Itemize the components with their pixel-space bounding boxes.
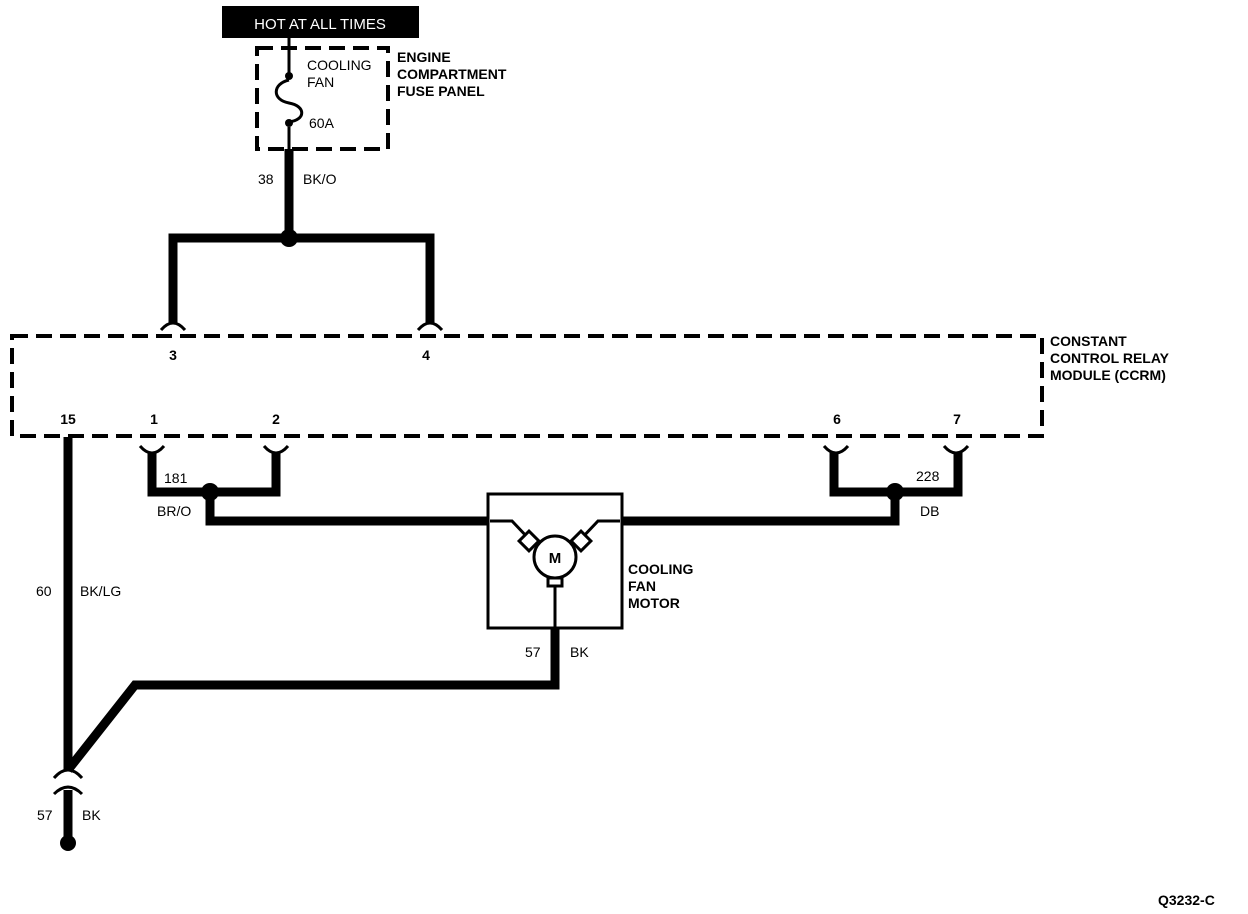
motor-label-line1: COOLING (628, 561, 693, 577)
left-wire-circuit: 181 (164, 470, 188, 486)
ground-connector-top (52, 768, 84, 780)
motor-ground-wire (64, 628, 560, 773)
pin-15-label: 15 (60, 411, 76, 427)
module-label-line3: MODULE (CCRM) (1050, 367, 1166, 383)
ground-output-circuit: 57 (37, 807, 53, 823)
pin-6-label: 6 (833, 411, 841, 427)
feed-split-wire (168, 233, 435, 323)
fuse-panel-label-line2: COMPARTMENT (397, 66, 507, 82)
module-ground-circuit: 60 (36, 583, 52, 599)
ground-connector-bottom (52, 785, 84, 796)
feed-wire-color: BK/O (303, 171, 337, 187)
right-splice (886, 483, 904, 501)
motor-label-line3: MOTOR (628, 595, 680, 611)
right-wire-circuit: 228 (916, 468, 940, 484)
ground-terminal (60, 835, 76, 851)
pin-7-connector (942, 444, 970, 455)
module-label-line1: CONSTANT (1050, 333, 1127, 349)
left-splice (201, 483, 219, 501)
ground-output-color: BK (82, 807, 101, 823)
fuse-symbol (274, 38, 304, 149)
fuse-rating: 60A (309, 115, 335, 131)
pin-7-label: 7 (953, 411, 961, 427)
motor-ground-color: BK (570, 644, 589, 660)
feed-splice (280, 229, 298, 247)
pin-4-label: 4 (422, 347, 430, 363)
motor-ground-circuit: 57 (525, 644, 541, 660)
fuse-panel-label-line1: ENGINE (397, 49, 451, 65)
right-wire-color: DB (920, 503, 939, 519)
figure-id: Q3232-C (1158, 892, 1215, 908)
fuse-name-line1: COOLING (307, 57, 372, 73)
module-ground-color: BK/LG (80, 583, 121, 599)
pin-2-label: 2 (272, 411, 280, 427)
motor-symbol: M (490, 519, 620, 628)
pin-3-connector (159, 321, 187, 332)
fuse-name-line2: FAN (307, 74, 334, 90)
feed-wire-circuit: 38 (258, 171, 274, 187)
pin-3-label: 3 (169, 347, 177, 363)
pin-4-connector (416, 321, 444, 332)
pin-1-connector (138, 444, 166, 455)
module-label-line2: CONTROL RELAY (1050, 350, 1170, 366)
ccrm-module-box (10, 334, 1044, 438)
pin-6-connector (822, 444, 850, 455)
motor-symbol-letter: M (549, 550, 562, 567)
left-motor-wire (147, 452, 488, 526)
left-wire-color: BR/O (157, 503, 191, 519)
banner-text: HOT AT ALL TIMES (254, 16, 386, 33)
hot-at-all-times-banner: HOT AT ALL TIMES (222, 6, 419, 38)
pin-1-label: 1 (150, 411, 158, 427)
pin-2-connector (262, 444, 290, 455)
fuse-panel-box (255, 46, 390, 151)
fuse-panel-label-line3: FUSE PANEL (397, 83, 485, 99)
right-motor-wire (622, 452, 963, 526)
motor-label-line2: FAN (628, 578, 656, 594)
